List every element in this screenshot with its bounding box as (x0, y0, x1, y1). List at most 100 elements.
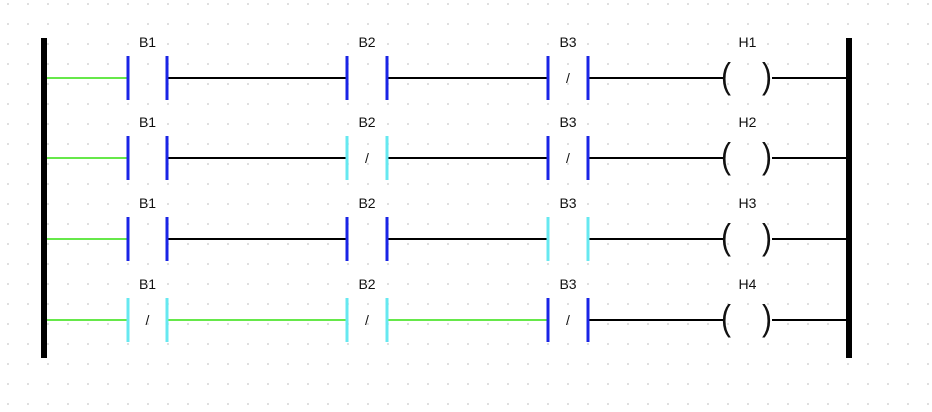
grid-dot (327, 63, 329, 65)
grid-dot (847, 363, 849, 365)
grid-dot (607, 303, 609, 305)
grid-dot (567, 103, 569, 105)
grid-dot (307, 3, 309, 5)
grid-dot (287, 83, 289, 85)
grid-dot (287, 123, 289, 125)
grid-dot (147, 263, 149, 265)
left-power-rail (41, 38, 47, 358)
grid-dot (67, 283, 69, 285)
grid-dot (467, 163, 469, 165)
grid-dot (767, 383, 769, 385)
grid-dot (7, 403, 9, 405)
grid-dot (807, 143, 809, 145)
grid-dot (867, 263, 869, 265)
grid-dot (187, 363, 189, 365)
grid-dot (207, 303, 209, 305)
grid-dot (27, 343, 29, 345)
grid-dot (467, 63, 469, 65)
grid-dot (167, 183, 169, 185)
grid-dot (587, 203, 589, 205)
grid-dot (47, 143, 49, 145)
contact-label: B1 (138, 114, 157, 130)
grid-dot (787, 403, 789, 405)
grid-dot (487, 163, 489, 165)
grid-dot (207, 103, 209, 105)
grid-dot (407, 223, 409, 225)
grid-dot (727, 343, 729, 345)
grid-dot (887, 203, 889, 205)
grid-dot (27, 163, 29, 165)
grid-dot (827, 383, 829, 385)
grid-dot (927, 103, 929, 105)
grid-dot (867, 183, 869, 185)
grid-dot (327, 83, 329, 85)
grid-dot (147, 83, 149, 85)
contact-right-plate (586, 56, 590, 100)
grid-dot (867, 363, 869, 365)
grid-dot (887, 403, 889, 405)
grid-dot (207, 283, 209, 285)
grid-dot (587, 283, 589, 285)
grid-dot (287, 383, 289, 385)
grid-dot (707, 3, 709, 5)
grid-dot (907, 103, 909, 105)
grid-dot (367, 223, 369, 225)
grid-dot (407, 143, 409, 145)
grid-dot (467, 323, 469, 325)
grid-dot (27, 203, 29, 205)
grid-dot (427, 323, 429, 325)
grid-dot (67, 63, 69, 65)
grid-dot (747, 383, 749, 385)
grid-dot (347, 203, 349, 205)
grid-dot (767, 243, 769, 245)
grid-dot (27, 223, 29, 225)
grid-dot (727, 143, 729, 145)
coil-left-arc: ( (721, 136, 731, 177)
grid-dot (467, 103, 469, 105)
grid-dot (587, 23, 589, 25)
grid-dot (327, 223, 329, 225)
grid-dot (107, 183, 109, 185)
grid-dot (187, 323, 189, 325)
grid-dot (87, 243, 89, 245)
grid-dot (467, 3, 469, 5)
grid-dot (267, 183, 269, 185)
grid-dot (347, 383, 349, 385)
grid-dot (207, 163, 209, 165)
grid-dot (907, 403, 909, 405)
grid-dot (67, 3, 69, 5)
grid-dot (547, 103, 549, 105)
contact-right-plate (165, 298, 169, 342)
grid-dot (807, 183, 809, 185)
grid-dot (547, 283, 549, 285)
contact-right-plate (165, 217, 169, 261)
grid-dot (187, 383, 189, 385)
grid-dot (47, 83, 49, 85)
grid-dot (247, 203, 249, 205)
grid-dot (567, 363, 569, 365)
grid-dot (147, 43, 149, 45)
grid-dot (367, 23, 369, 25)
grid-dot (747, 403, 749, 405)
grid-dot (567, 23, 569, 25)
grid-dot (447, 223, 449, 225)
grid-dot (767, 303, 769, 305)
grid-dot (187, 263, 189, 265)
grid-dot (147, 383, 149, 385)
grid-dot (587, 103, 589, 105)
grid-dot (507, 283, 509, 285)
grid-dot (747, 283, 749, 285)
grid-dot (247, 343, 249, 345)
coil-right-arc: ) (762, 56, 772, 97)
grid-dot (407, 303, 409, 305)
grid-dot (547, 183, 549, 185)
grid-dot (767, 43, 769, 45)
grid-dot (367, 63, 369, 65)
grid-dot (867, 303, 869, 305)
grid-dot (907, 23, 909, 25)
grid-dot (567, 3, 569, 5)
grid-dot (7, 283, 9, 285)
grid-dot (127, 123, 129, 125)
grid-dot (27, 243, 29, 245)
grid-dot (147, 3, 149, 5)
